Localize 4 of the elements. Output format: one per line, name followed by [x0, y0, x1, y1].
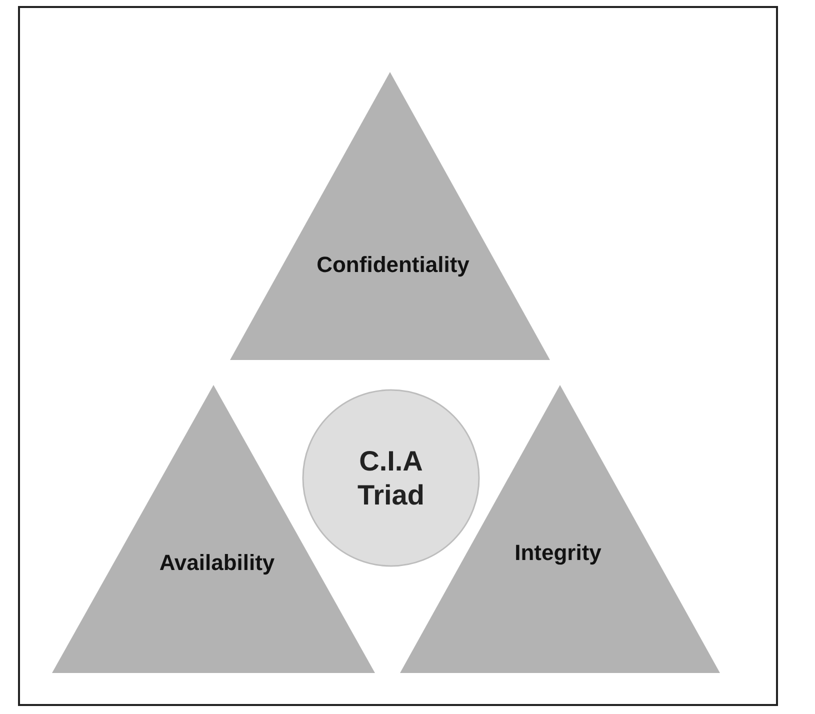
- triangle-label: Availability: [159, 550, 275, 576]
- triangle-label: Confidentiality: [316, 252, 470, 278]
- circle-label: C.I.A Triad: [356, 444, 426, 512]
- triangle-label: Integrity: [514, 540, 602, 566]
